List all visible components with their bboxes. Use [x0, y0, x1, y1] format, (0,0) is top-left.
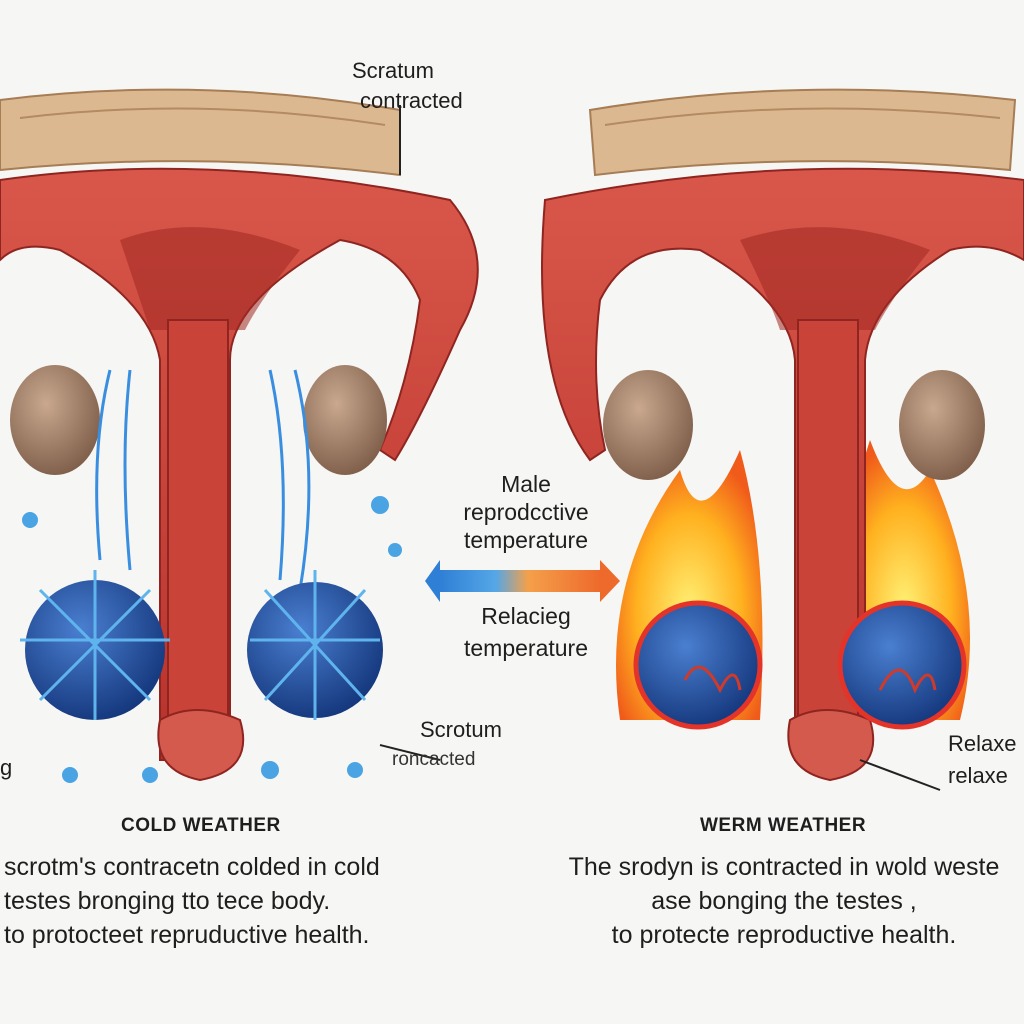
warm-weather-caption: The srodyn is contracted in wold weste a… — [569, 850, 1000, 952]
caption-line: testes bronging tto tece body. — [4, 887, 331, 915]
center-subtitle-line: temperature — [463, 635, 589, 661]
cold-weather-heading: COLD WEATHER — [121, 815, 281, 836]
left-top-callout: Scratum contracted — [352, 56, 463, 116]
callout-line: contracted — [360, 88, 463, 113]
center-title-line: temperature — [463, 527, 588, 553]
center-title-line: reprodcctive — [463, 499, 589, 525]
cold-weather-caption: scrotm's contracetn colded in cold teste… — [4, 850, 380, 952]
testis-icon — [10, 365, 100, 475]
center-title-line: Male — [501, 471, 551, 497]
pelvis-bone-icon — [588, 88, 1017, 177]
center-subtitle-line: Relacieg — [481, 603, 571, 629]
center-subtitle: Relacieg temperature — [464, 600, 588, 664]
callout-line: roncacted — [392, 749, 476, 770]
warm-weather-heading: WERM WEATHER — [700, 815, 867, 836]
caption-line: scrotm's contracetn colded in cold — [4, 853, 380, 881]
ice-crystal-icon — [20, 570, 380, 720]
caption-line: to protocteet repruductive health. — [4, 921, 370, 949]
left-organ-illustration — [0, 88, 479, 783]
left-bottom-callout: Scrotum roncacted — [392, 715, 502, 775]
right-organ-illustration — [541, 88, 1024, 791]
testis-icon — [303, 365, 387, 475]
callout-line: Scratum — [352, 58, 434, 83]
left-edge-fragment: g — [0, 755, 13, 780]
caption-line: to protecte reproductive health. — [611, 921, 957, 949]
temperature-gradient-arrow — [425, 560, 620, 602]
callout-line: Scrotum — [420, 717, 502, 742]
testis-icon — [899, 370, 985, 480]
right-arrow-icon — [600, 560, 620, 602]
left-arrow-icon — [425, 560, 440, 602]
testis-icon — [603, 370, 693, 480]
warm-testis-icon — [633, 600, 763, 730]
pelvis-bone-icon — [0, 88, 401, 177]
caption-line: ase bonging the testes , — [651, 887, 917, 915]
center-title: Male reprodcctive temperature — [463, 470, 588, 554]
callout-line: Relaxe — [948, 731, 1017, 756]
right-callout: Relaxe relaxe — [948, 728, 1016, 792]
warm-testis-icon — [837, 600, 967, 730]
callout-line: relaxe — [948, 763, 1008, 788]
caption-line: The srodyn is contracted in wold weste — [568, 853, 1000, 881]
